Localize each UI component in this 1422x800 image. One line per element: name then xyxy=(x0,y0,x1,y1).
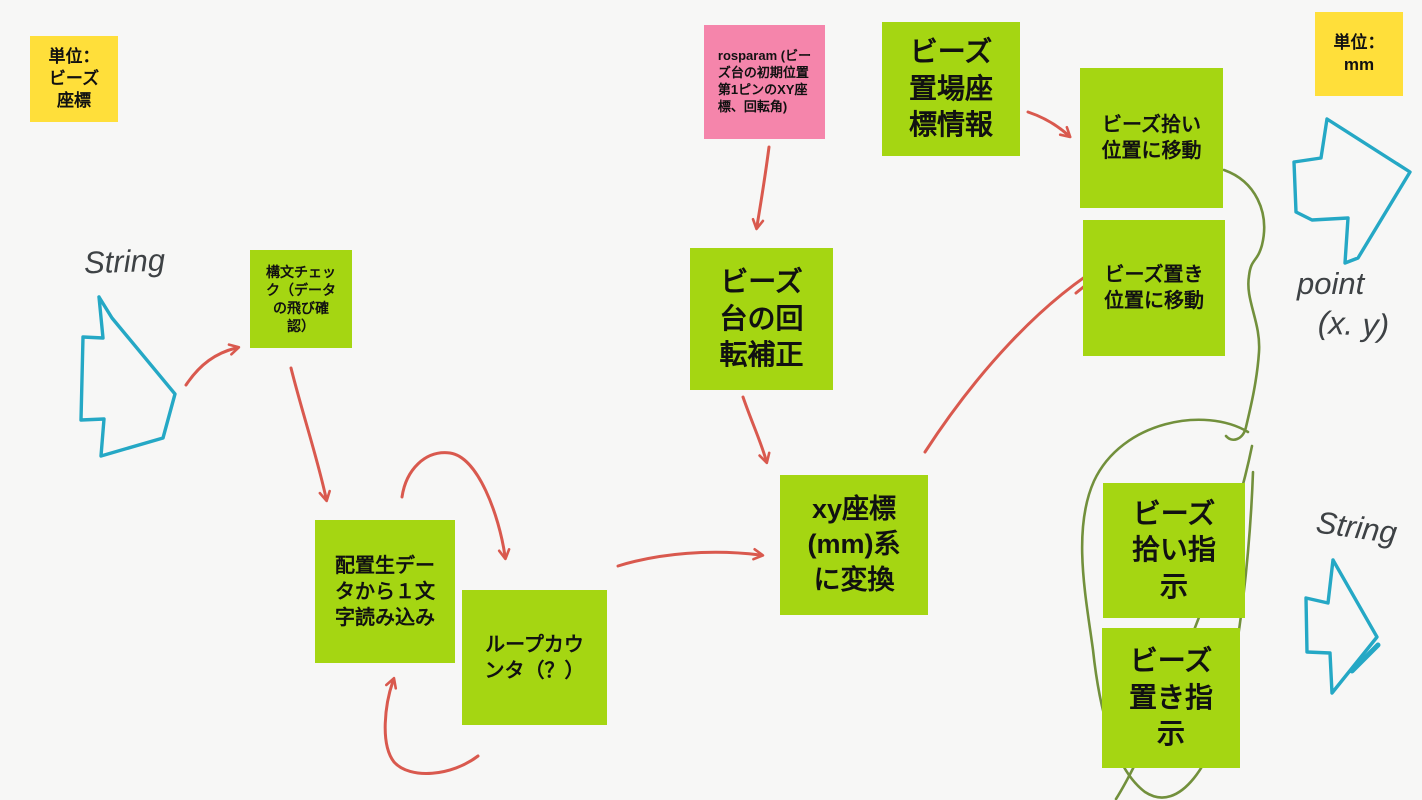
label-point-coords[interactable]: (x. y) xyxy=(1317,304,1391,344)
note-syntax-check[interactable]: 構文チェッ ク（データ の飛び確 認） xyxy=(250,250,352,348)
arrow-red-rosparam-to-rotation[interactable] xyxy=(751,145,771,231)
arrow-red-xy-to-place-move[interactable] xyxy=(923,259,1112,454)
arrow-cyan-output-top-right[interactable] xyxy=(1292,117,1412,265)
note-rosparam[interactable]: rosparam (ビー ズ台の初期位置 第1ピンのXY座 標、回転角) xyxy=(704,25,825,139)
note-move-to-place-position[interactable]: ビーズ置き 位置に移動 xyxy=(1083,220,1225,356)
arrow-red-rotation-to-xy-convert[interactable] xyxy=(741,395,771,465)
arrow-red-loop-back-to-read[interactable] xyxy=(383,676,480,775)
arrow-red-to-syntax-check[interactable] xyxy=(184,343,241,387)
label-point[interactable]: point xyxy=(1297,266,1365,301)
note-loop-counter[interactable]: ループカウ ンタ（？） xyxy=(462,590,607,725)
note-rotation-correction[interactable]: ビーズ 台の回 転補正 xyxy=(690,248,833,390)
label-string-left[interactable]: String xyxy=(83,242,166,281)
note-bead-storage-coords[interactable]: ビーズ 置場座 標情報 xyxy=(882,22,1020,156)
arrow-cyan-output-bottom-right[interactable] xyxy=(1304,558,1379,695)
note-unit-beads[interactable]: 単位： ビーズ 座標 xyxy=(30,36,118,122)
arrow-red-read-to-loop-counter[interactable] xyxy=(400,451,511,561)
arrow-red-read-to-xy-convert[interactable] xyxy=(616,547,765,568)
note-bead-place-instruction[interactable]: ビーズ 置き指 示 xyxy=(1102,628,1240,768)
note-move-to-pick-position[interactable]: ビーズ拾い 位置に移動 xyxy=(1080,68,1223,208)
arrow-cyan-input-left[interactable] xyxy=(79,295,177,458)
note-convert-to-xy-mm[interactable]: xy座標 (mm)系 に変換 xyxy=(780,475,928,615)
note-unit-mm[interactable]: 単位： mm xyxy=(1315,12,1403,96)
arrow-red-storage-to-pick-move[interactable] xyxy=(1026,110,1072,139)
ink-green-pick-move-to-instructions[interactable] xyxy=(1222,168,1266,441)
note-bead-pick-instruction[interactable]: ビーズ 拾い指 示 xyxy=(1103,483,1245,618)
note-read-one-char[interactable]: 配置生デー タから１文 字読み込み xyxy=(315,520,455,663)
arrow-cyan-output-bottom-right-tick[interactable] xyxy=(1349,642,1381,674)
arrow-red-syntax-to-read-char[interactable] xyxy=(289,366,331,503)
